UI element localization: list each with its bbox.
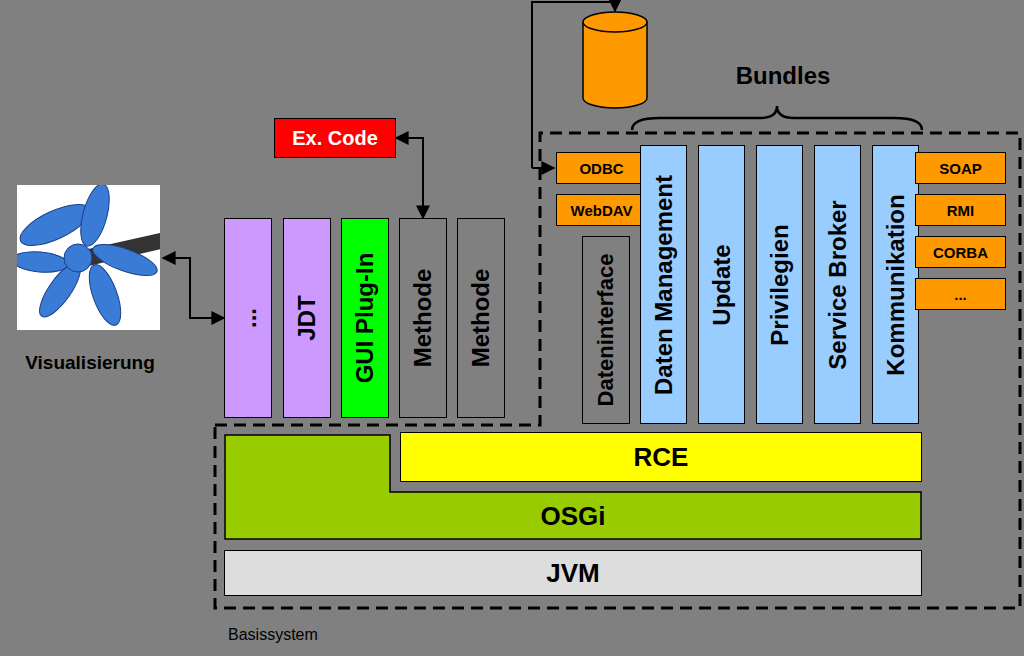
box-label: Ex. Code [292, 127, 378, 150]
bundle-box: Update [698, 145, 745, 424]
dashed-region [215, 133, 1020, 608]
vertical-label: ... [234, 308, 262, 328]
method-box: Methode [457, 218, 505, 418]
data-interface-box: Dateninterface [582, 236, 630, 424]
database-cylinder [583, 12, 647, 108]
bundle-box: Kommunikation [872, 145, 919, 424]
box-label: RCE [634, 442, 689, 473]
vertical-label: Service Broker [824, 200, 852, 369]
protocol-box: ... [915, 278, 1006, 310]
osgi-layer: OSGi [224, 434, 922, 540]
box-label: ODBC [579, 160, 623, 177]
box-label: ... [954, 286, 967, 303]
vertical-label: Methode [467, 269, 495, 368]
vertical-label: Daten Management [650, 174, 678, 394]
protocol-box: RMI [915, 194, 1006, 226]
jvm-layer: JVM [224, 550, 922, 596]
interface-box: ODBC [556, 152, 647, 184]
vertical-label: Kommunikation [882, 194, 910, 375]
box-label: OSGi [540, 501, 605, 532]
interface-box: WebDAV [556, 194, 647, 226]
database-leader-head [532, 167, 554, 169]
region-label: Basissystem [228, 626, 318, 644]
gui-plugin-box: GUI Plug-In [341, 218, 389, 418]
vertical-label: GUI Plug-In [351, 253, 379, 384]
method-box: Methode [399, 218, 447, 418]
rce-layer: RCE [400, 432, 922, 482]
protocol-box: SOAP [915, 152, 1006, 184]
plugin-box: ... [224, 218, 272, 418]
database-leader [532, 2, 615, 168]
vertical-label: Update [708, 244, 736, 325]
box-label: WebDAV [571, 202, 633, 219]
vertical-label: Privilegien [766, 224, 794, 345]
illustration-node: Visualisierung [10, 185, 170, 380]
bundle-box: Service Broker [814, 145, 861, 424]
group-heading: Bundles [736, 62, 831, 90]
box-label: Visualisierung [25, 352, 155, 374]
box-label: JVM [546, 558, 599, 589]
bundle-brace [632, 106, 922, 130]
propeller-illustration [17, 185, 160, 330]
plugin-box: JDT [283, 218, 331, 418]
protocol-box: CORBA [915, 236, 1006, 268]
box-label: SOAP [939, 160, 982, 177]
connector-arrow [163, 258, 224, 318]
box-label: CORBA [933, 244, 988, 261]
vertical-label: JDT [293, 295, 321, 340]
vertical-label: Methode [409, 269, 437, 368]
box-label: RMI [947, 202, 975, 219]
bundle-box: Privilegien [756, 145, 803, 424]
external-code-box: Ex. Code [274, 118, 396, 158]
bundle-box: Daten Management [640, 145, 687, 424]
connector-arrow [396, 138, 423, 218]
vertical-label: Dateninterface [593, 254, 619, 407]
